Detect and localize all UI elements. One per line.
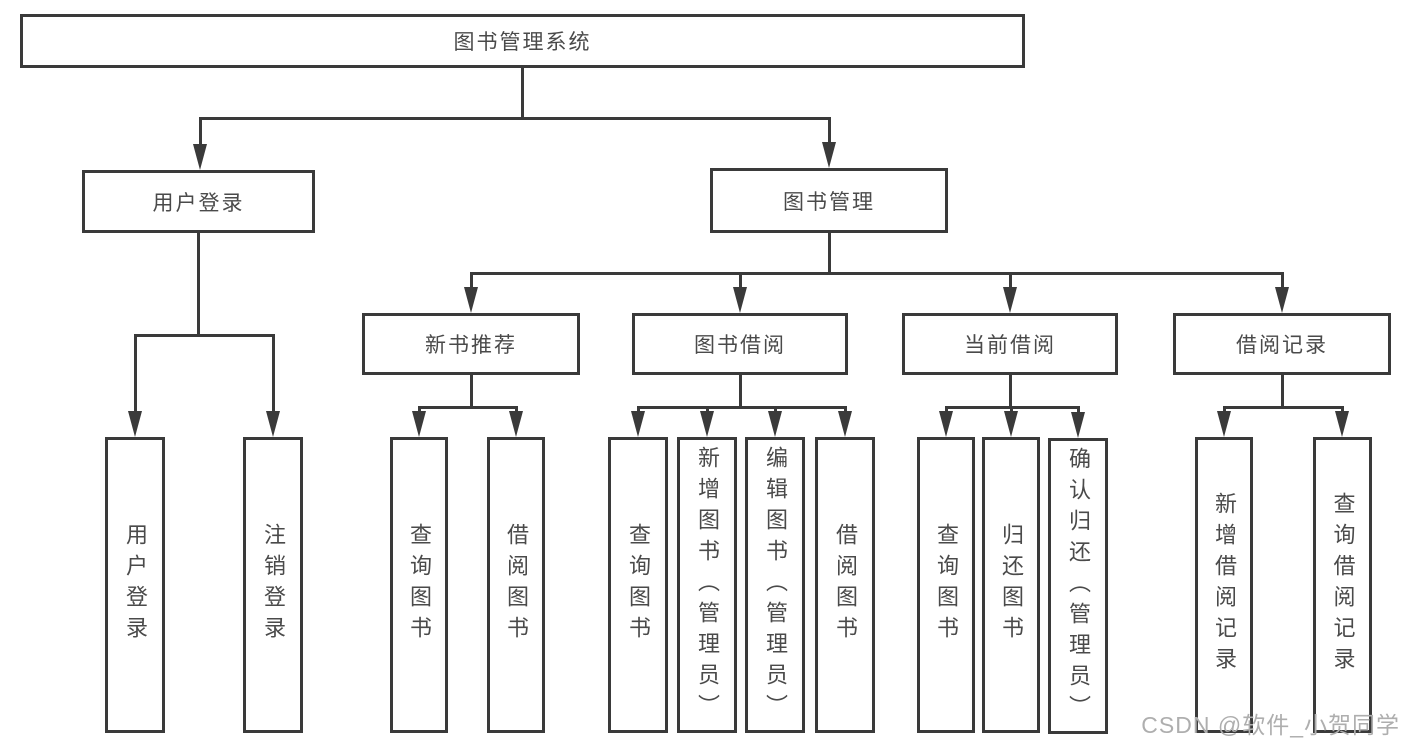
node-label-leaf-borrow-books-2: 借阅图书 [833, 523, 858, 647]
node-leaf-edit-book: 编辑图书（管理员） [745, 437, 805, 733]
node-label-leaf-logout: 注销登录 [261, 523, 286, 647]
arrowhead-down-icon [768, 411, 782, 437]
node-leaf-user-login: 用户登录 [105, 437, 165, 733]
node-label-leaf-query-books-1: 查询图书 [407, 523, 432, 647]
node-leaf-query-books-3: 查询图书 [917, 437, 975, 733]
node-current-borrowing: 当前借阅 [902, 313, 1118, 375]
node-leaf-confirm-return: 确认归还（管理员） [1048, 438, 1108, 734]
node-book-borrowing: 图书借阅 [632, 313, 848, 375]
node-new-book-recommend: 新书推荐 [362, 313, 580, 375]
arrowhead-down-icon [838, 411, 852, 437]
arrowhead-down-icon [464, 287, 478, 313]
node-label-borrowing-records: 借阅记录 [1236, 334, 1328, 357]
arrowhead-down-icon [631, 411, 645, 437]
connector-segment [827, 233, 831, 273]
node-leaf-query-borrow-record: 查询借阅记录 [1313, 437, 1372, 733]
arrowhead-down-icon [1071, 412, 1085, 438]
node-book-management: 图书管理 [710, 168, 948, 233]
node-label-leaf-query-borrow-record: 查询借阅记录 [1330, 492, 1356, 678]
connector-segment [705, 407, 709, 411]
arrowhead-down-icon [1217, 411, 1231, 437]
arrowhead-down-icon [412, 411, 426, 437]
connector-segment [1008, 375, 1012, 407]
connector-segment [636, 405, 847, 409]
connector-segment [1008, 273, 1012, 287]
connector-segment [1222, 407, 1226, 411]
node-leaf-add-borrow-record: 新增借阅记录 [1195, 437, 1253, 733]
node-label-book-borrowing: 图书借阅 [694, 334, 786, 357]
node-leaf-add-book: 新增图书（管理员） [677, 437, 737, 733]
connector-segment [133, 333, 275, 337]
connector-segment [469, 271, 1284, 275]
connector-segment [1009, 407, 1013, 411]
node-label-current-borrowing: 当前借阅 [964, 334, 1056, 357]
node-label-leaf-add-borrow-record: 新增借阅记录 [1212, 492, 1237, 678]
connector-segment [944, 407, 948, 411]
node-leaf-logout: 注销登录 [243, 437, 303, 733]
arrowhead-down-icon [509, 411, 523, 437]
arrowhead-down-icon [193, 144, 207, 170]
connector-segment [738, 375, 742, 407]
node-label-new-book-recommend: 新书推荐 [425, 334, 517, 357]
connector-segment [271, 335, 275, 411]
connector-segment [417, 405, 518, 409]
node-label-user-login-branch: 用户登录 [152, 191, 245, 215]
node-leaf-borrow-books-1: 借阅图书 [487, 437, 545, 733]
connector-segment [198, 116, 831, 120]
node-leaf-return-book: 归还图书 [982, 437, 1040, 733]
node-leaf-query-books-1: 查询图书 [390, 437, 448, 733]
node-label-leaf-edit-book: 编辑图书（管理员） [763, 445, 788, 725]
arrowhead-down-icon [1004, 411, 1018, 437]
arrowhead-down-icon [1335, 411, 1349, 437]
node-label-leaf-query-books-3: 查询图书 [934, 523, 959, 647]
connector-segment [1340, 407, 1344, 411]
connector-segment [417, 407, 421, 411]
arrowhead-down-icon [266, 411, 280, 437]
watermark: CSDN @软件_小贺同学 [1141, 712, 1400, 738]
connector-segment [843, 407, 847, 411]
connector-segment [198, 118, 202, 144]
connector-segment [469, 273, 473, 287]
node-label-leaf-user-login: 用户登录 [123, 523, 148, 647]
node-label-leaf-confirm-return: 确认归还（管理员） [1066, 446, 1091, 726]
node-label-root: 图书管理系统 [453, 31, 592, 54]
arrowhead-down-icon [1003, 287, 1017, 313]
connector-segment [636, 407, 640, 411]
arrowhead-down-icon [822, 142, 836, 168]
connector-segment [738, 273, 742, 287]
arrowhead-down-icon [128, 411, 142, 437]
connector-segment [827, 118, 831, 142]
connector-segment [1280, 273, 1284, 287]
node-user-login-branch: 用户登录 [82, 170, 315, 233]
connector-segment [1222, 405, 1344, 409]
arrowhead-down-icon [939, 411, 953, 437]
node-root: 图书管理系统 [20, 14, 1025, 68]
connector-segment [196, 233, 200, 335]
node-leaf-query-books-2: 查询图书 [608, 437, 668, 733]
node-borrowing-records: 借阅记录 [1173, 313, 1391, 375]
node-label-leaf-return-book: 归还图书 [999, 523, 1024, 647]
connector-segment [1076, 407, 1080, 412]
arrowhead-down-icon [733, 287, 747, 313]
connector-segment [514, 407, 518, 411]
node-leaf-borrow-books-2: 借阅图书 [815, 437, 875, 733]
node-label-leaf-borrow-books-1: 借阅图书 [504, 523, 529, 647]
node-label-book-management: 图书管理 [783, 190, 875, 214]
arrowhead-down-icon [700, 411, 714, 437]
connector-segment [1280, 375, 1284, 407]
connector-segment [469, 375, 473, 407]
node-label-leaf-add-book: 新增图书（管理员） [695, 445, 720, 725]
node-label-leaf-query-books-2: 查询图书 [626, 523, 651, 647]
connector-segment [773, 407, 777, 411]
connector-segment [520, 68, 524, 118]
arrowhead-down-icon [1275, 287, 1289, 313]
connector-segment [133, 335, 137, 411]
